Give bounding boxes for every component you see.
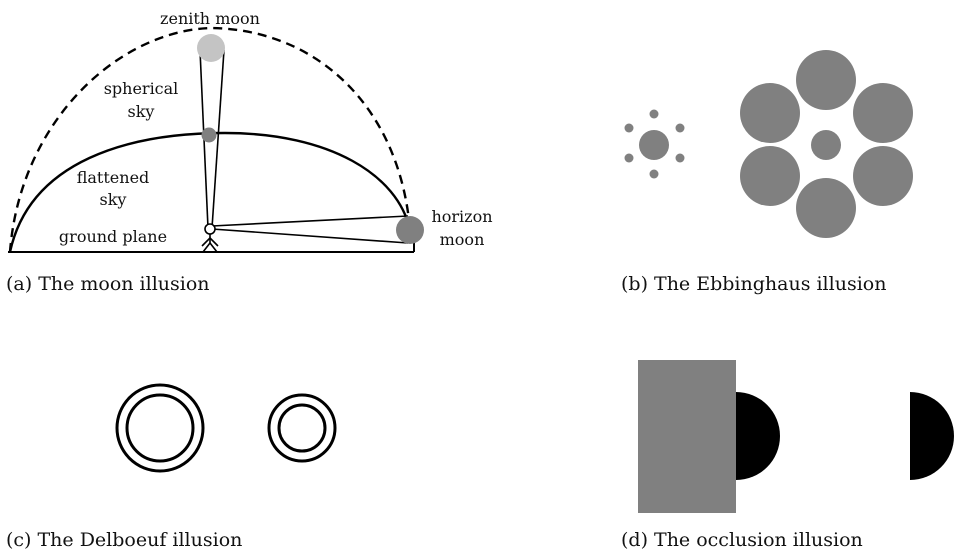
panel-occlusion-illusion: (d) The occlusion illusion — [621, 360, 954, 551]
ebbinghaus-left-surround-dot — [649, 169, 659, 179]
observer-figure — [201, 223, 219, 253]
delboeuf-left-inner-ring — [125, 393, 195, 463]
zenith-sight-line-right — [211, 49, 225, 229]
panel-ebbinghaus-illusion: (b) The Ebbinghaus illusion — [621, 50, 913, 295]
spherical-sky-label-line1: spherical — [104, 79, 179, 98]
ebbinghaus-left-surround-dot — [624, 123, 634, 133]
horizon-moon — [396, 216, 424, 244]
zenith-moon-label: zenith moon — [160, 9, 260, 28]
flattened-sky-arc — [8, 131, 412, 253]
ebbinghaus-right-surround-circle — [853, 146, 913, 206]
horizon-sight-line-top — [211, 215, 409, 227]
ebbinghaus-right-surround-circle — [740, 146, 800, 206]
ebbinghaus-left-surround-dot — [675, 153, 685, 163]
horizon-sight-line-bottom — [211, 228, 409, 244]
caption-occlusion-illusion: (d) The occlusion illusion — [621, 529, 863, 551]
ebbinghaus-right-surround-circle — [796, 50, 856, 110]
spherical-sky-label-line2: sky — [128, 102, 155, 121]
ebbinghaus-right-surround-circle — [853, 83, 913, 143]
ebbinghaus-left-surround-dot — [624, 153, 634, 163]
delboeuf-right-inner-ring — [277, 403, 327, 453]
horizon-moon-label-line2: moon — [440, 230, 485, 249]
occluded-semicircle — [736, 392, 780, 480]
delboeuf-left-outer-ring — [115, 383, 205, 473]
occluder-rectangle — [638, 360, 736, 513]
caption-ebbinghaus-illusion: (b) The Ebbinghaus illusion — [621, 273, 886, 295]
ebbinghaus-left-surround-dot — [649, 109, 659, 119]
flattened-sky-label-line1: flattened — [77, 168, 150, 187]
horizon-moon-label-line1: horizon — [431, 207, 492, 226]
perceived-zenith-moon — [201, 127, 217, 143]
flattened-sky-label-line2: sky — [100, 190, 127, 209]
panel-moon-illusion: zenith moon spherical sky flattened sky … — [6, 9, 493, 295]
unoccluded-semicircle — [910, 392, 954, 480]
ebbinghaus-right-surround-circle — [740, 83, 800, 143]
ebbinghaus-right-center-circle — [811, 130, 841, 160]
panel-delboeuf-illusion — [115, 383, 337, 473]
ebbinghaus-left-center-circle — [639, 130, 669, 160]
ebbinghaus-left-surround-dot — [675, 123, 685, 133]
caption-delboeuf-illusion: (c) The Delboeuf illusion — [6, 529, 242, 551]
ebbinghaus-right-surround-circle — [796, 178, 856, 238]
zenith-moon — [197, 34, 225, 62]
caption-moon-illusion: (a) The moon illusion — [6, 273, 210, 295]
delboeuf-right-outer-ring — [267, 393, 337, 463]
ground-plane-label: ground plane — [59, 227, 167, 246]
